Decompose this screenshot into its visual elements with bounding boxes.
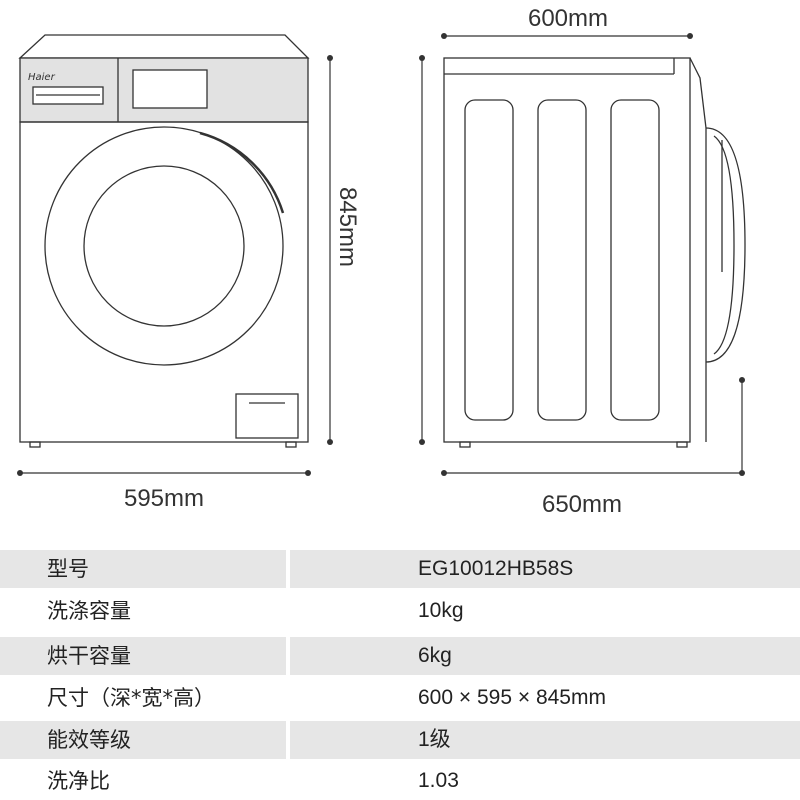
side-foot-left [459,441,471,448]
front-view-washer [18,34,310,448]
spec-row-wash-capacity: 洗涤容量 10kg [0,592,800,630]
spec-row-model: 型号 EG10012HB58S [0,550,800,588]
label-side-depth: 650mm [542,491,622,518]
washer-body [19,121,309,443]
filter-cover [235,393,299,439]
door-hinge-edge [199,131,285,214]
washer-top-lid [18,34,310,59]
spec-label: 洗涤容量 [47,599,131,623]
side-foot-right [676,441,688,448]
spec-row-dimensions: 尺寸（深*宽*高） 600 × 595 × 845mm [0,679,800,717]
dimension-diagram: Haier 595mm 600mm 650mm 845mm [17,5,746,518]
side-door-inner [713,135,735,355]
spec-value: EG10012HB58S [290,550,800,588]
side-front-bulge [689,57,707,442]
side-panel-1 [464,99,514,421]
front-foot-right [285,441,297,448]
side-door-profile [705,127,746,363]
brand-logo: Haier [28,72,56,83]
label-side-top-width: 600mm [528,5,608,32]
spec-value: 600 × 595 × 845mm [418,686,606,709]
side-view-washer [443,57,746,448]
spec-value: 10kg [418,599,464,622]
spec-label: 型号 [0,550,286,588]
front-foot-left [29,441,41,448]
spec-row-dry-capacity: 烘干容量 6kg [0,637,800,675]
spec-value: 1.03 [418,769,459,792]
spec-label: 能效等级 [0,721,286,759]
spec-value: 1级 [290,721,800,759]
spec-value: 6kg [290,637,800,675]
side-panel-3 [610,99,660,421]
spec-label: 洗净比 [47,769,110,793]
dimension-dots [17,33,745,476]
spec-label: 烘干容量 [0,637,286,675]
spec-row-wash-ratio: 洗净比 1.03 [0,762,800,800]
side-body [443,57,691,443]
label-front-width: 595mm [124,485,204,512]
door-outer-ring [44,126,284,366]
label-height: 845mm [334,187,361,267]
dimension-lines [20,35,743,474]
spec-row-energy-rating: 能效等级 1级 [0,721,800,759]
side-panel-2 [537,99,587,421]
spec-label: 尺寸（深*宽*高） [47,686,215,710]
display-screen [132,69,208,109]
door-glass [83,165,245,327]
